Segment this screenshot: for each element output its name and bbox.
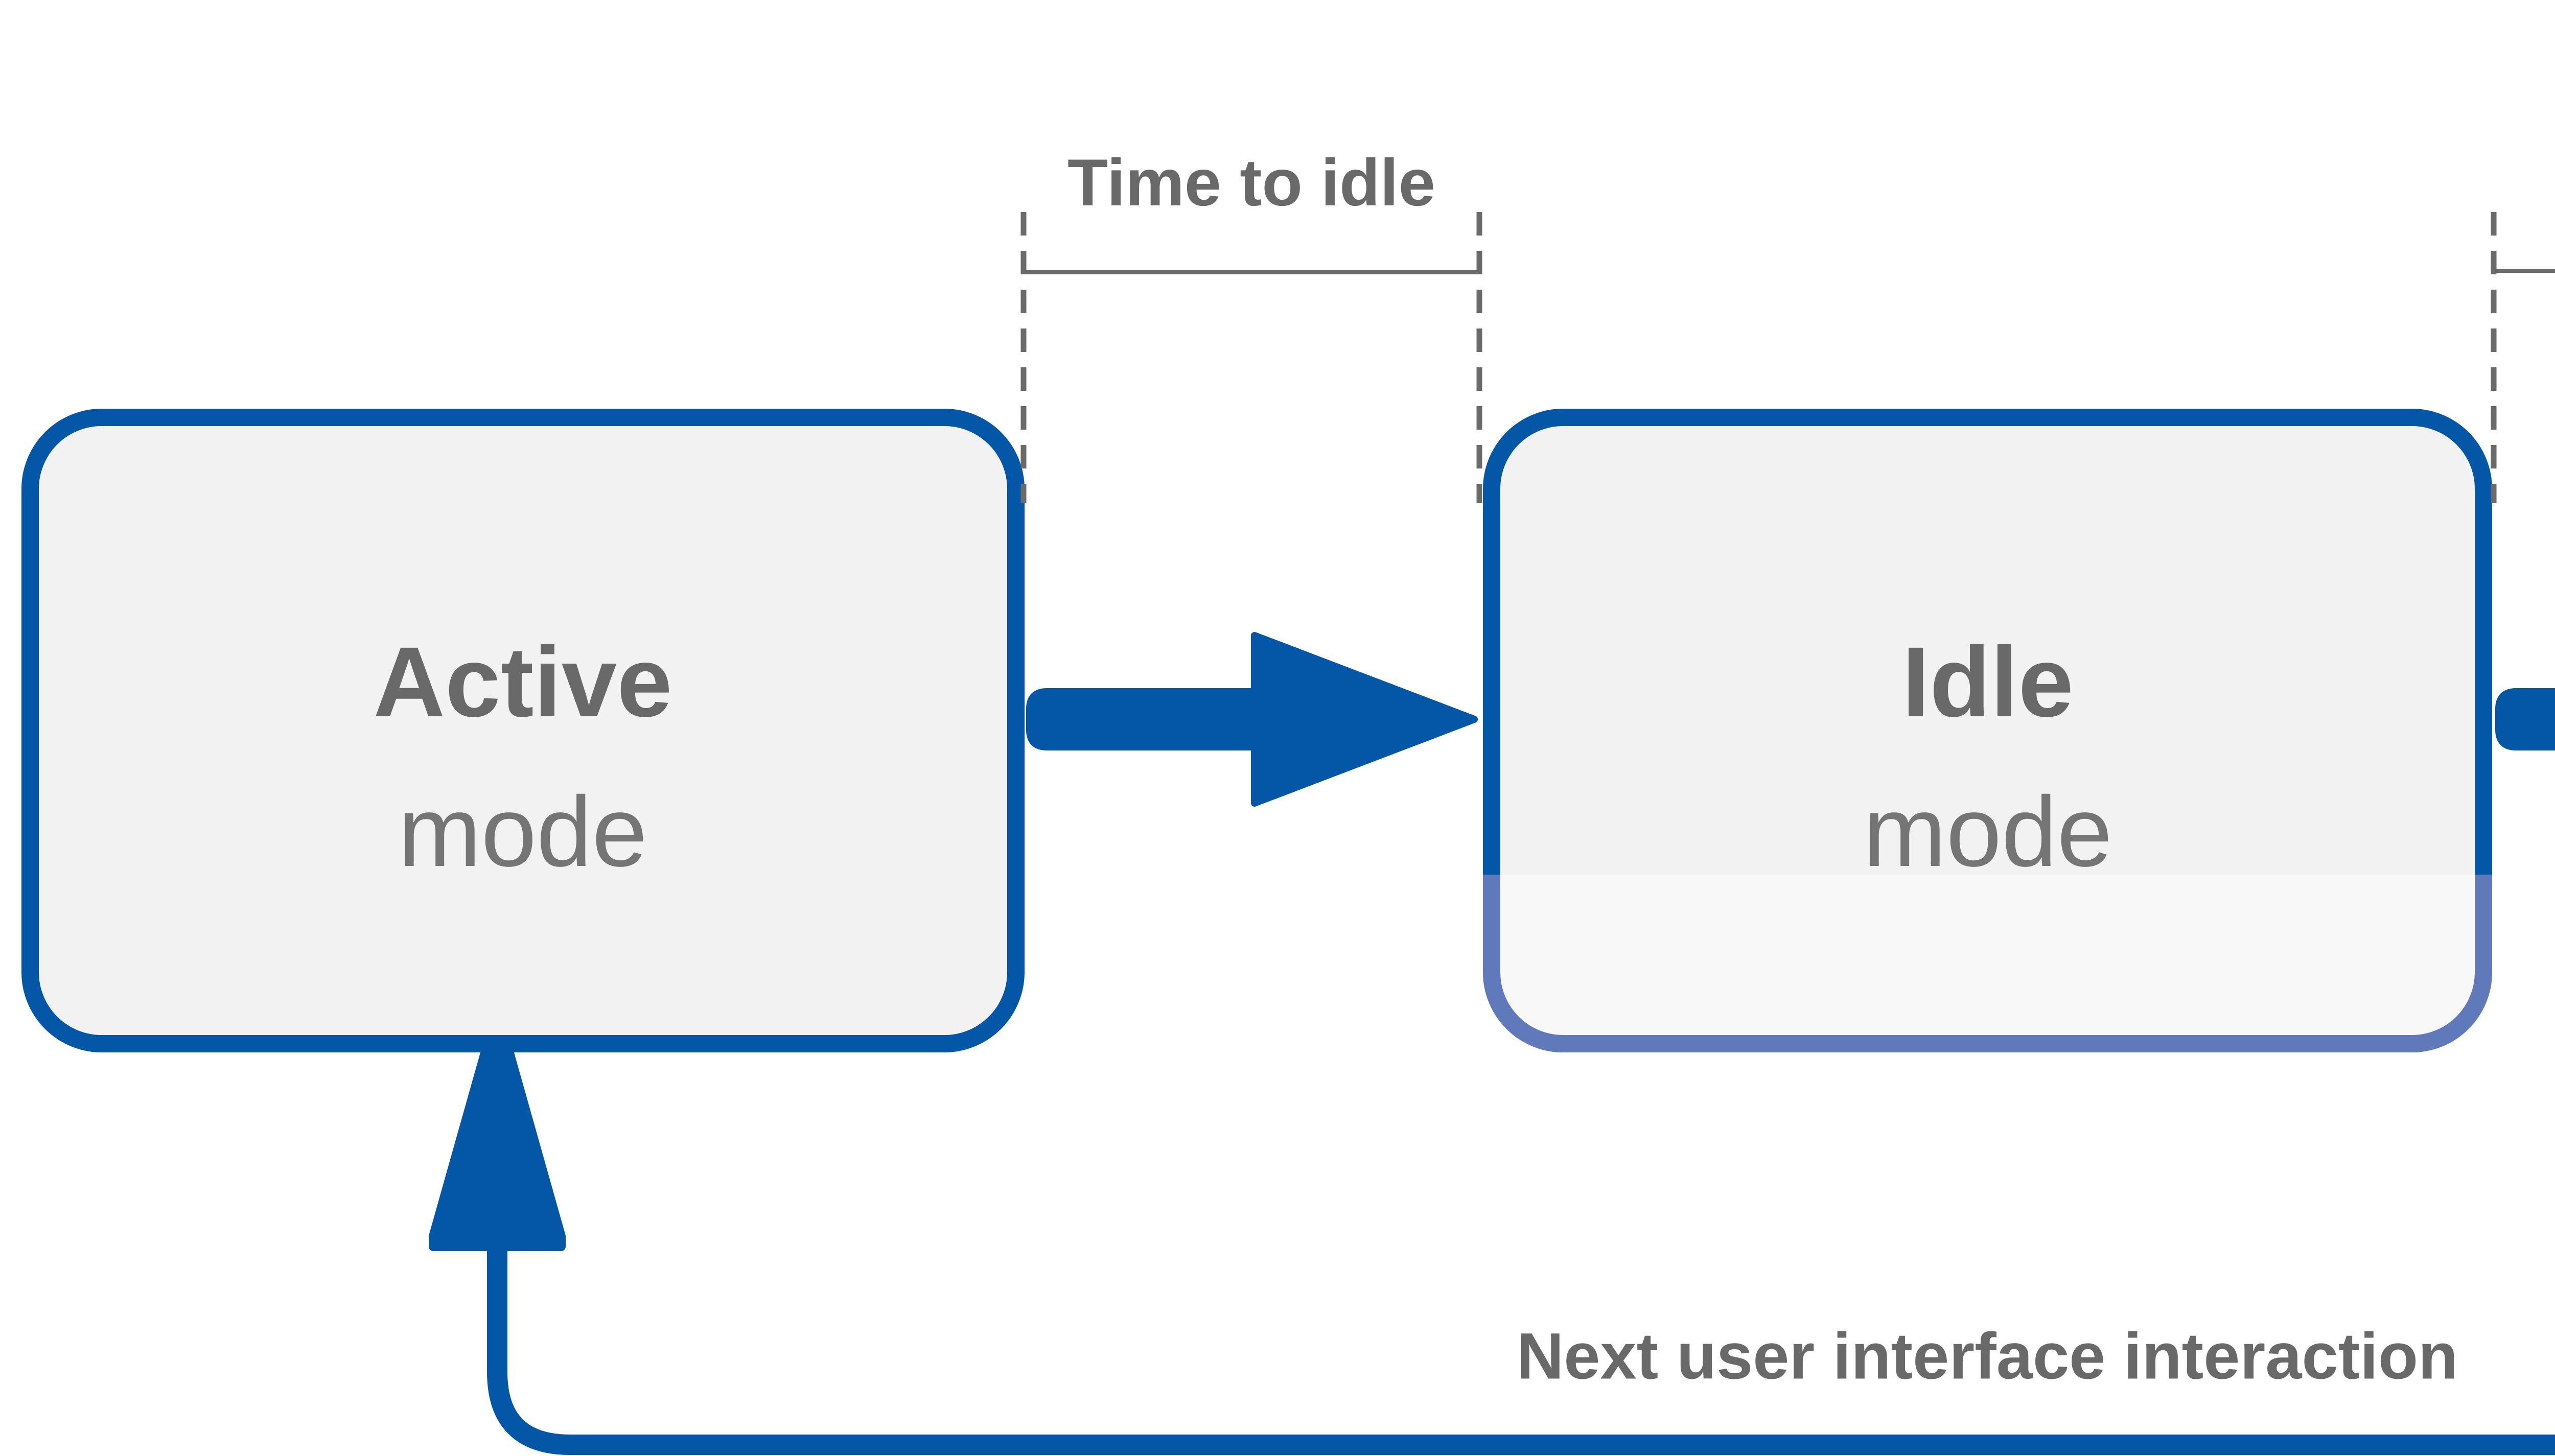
return-path-line	[487, 1241, 2555, 1455]
time-to-standby-marker	[2491, 212, 2555, 503]
return-path-label: Next user interface interaction	[1517, 1320, 2458, 1393]
overlay-rect	[1474, 875, 2555, 1456]
idle-box-title: Idle	[1902, 626, 2074, 738]
active-box-title: Active	[373, 626, 672, 738]
arrow-idle-to-standby	[2495, 688, 2555, 750]
translucent-overlay	[1474, 875, 2555, 1456]
state-box-idle: Idle mode	[1483, 409, 2492, 1052]
return-path-standby-to-active	[429, 1047, 2555, 1455]
state-box-active: Active mode	[21, 409, 1025, 1052]
idle-box-washed-border	[1483, 875, 2492, 1052]
return-arrowhead-icon	[429, 1047, 566, 1251]
active-box-subtitle: mode	[398, 776, 647, 887]
time-to-idle-marker	[1020, 212, 1482, 503]
idle-box-subtitle: mode	[1863, 776, 2112, 887]
arrow-active-to-idle	[1026, 632, 1478, 807]
time-to-idle-label: Time to idle	[1067, 145, 1435, 220]
active-box-shape	[21, 409, 1025, 1052]
